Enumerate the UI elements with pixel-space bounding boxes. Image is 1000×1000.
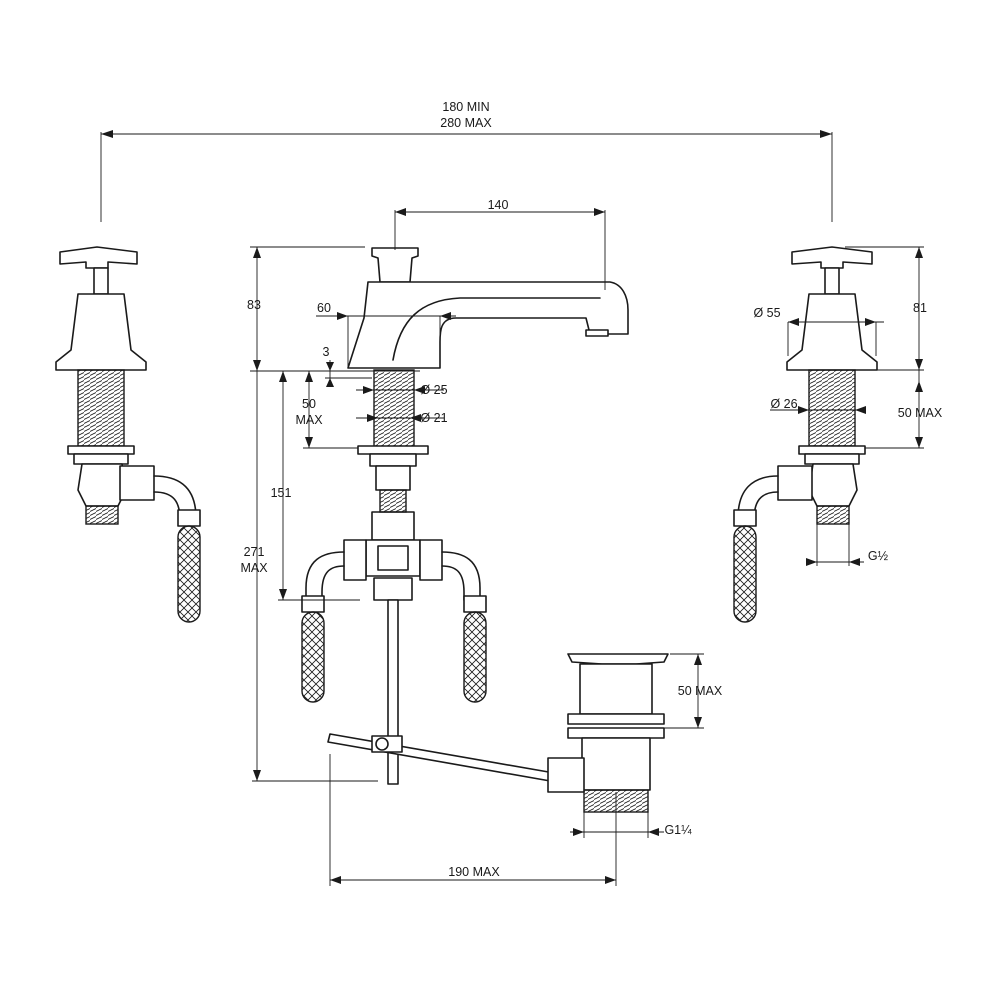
handle-dia-label: Ø 55 <box>753 306 780 320</box>
dimension-lines <box>100 130 924 886</box>
overall-width-min-label: 180 MIN <box>442 100 489 114</box>
valve-connection-label: G½ <box>868 549 889 563</box>
spout-base-label: 60 <box>317 301 331 315</box>
body-length-label-b: MAX <box>240 561 268 575</box>
waste-connection-label: G1¼ <box>664 823 692 837</box>
valve-thread-length-label: 50 MAX <box>898 406 943 420</box>
waste-assembly <box>547 653 669 813</box>
total-depth-label: 151 <box>271 486 292 500</box>
dimension-labels: 180 MIN 280 MAX 140 83 60 3 50 MAX Ø 25 … <box>240 100 942 879</box>
valve-dia-label: Ø 26 <box>770 397 797 411</box>
spout-dia-inner-label: Ø 21 <box>420 411 447 425</box>
spout-assembly <box>301 247 629 785</box>
spout-dia-outer-label: Ø 25 <box>420 383 447 397</box>
waste-thread-length-label: 50 MAX <box>678 684 723 698</box>
spout-reach-label: 140 <box>488 198 509 212</box>
waste-distance-label: 190 MAX <box>448 865 500 879</box>
overall-width-max-label: 280 MAX <box>440 116 492 130</box>
body-length-label-a: 271 <box>244 545 265 559</box>
spout-thread-length-label-b: MAX <box>295 413 323 427</box>
spout-height-label: 83 <box>247 298 261 312</box>
spout-plate-label: 3 <box>323 345 330 359</box>
handle-height-label: 81 <box>913 301 927 315</box>
right-valve <box>733 246 878 623</box>
left-valve <box>55 246 201 623</box>
spout-thread-length-label-a: 50 <box>302 397 316 411</box>
